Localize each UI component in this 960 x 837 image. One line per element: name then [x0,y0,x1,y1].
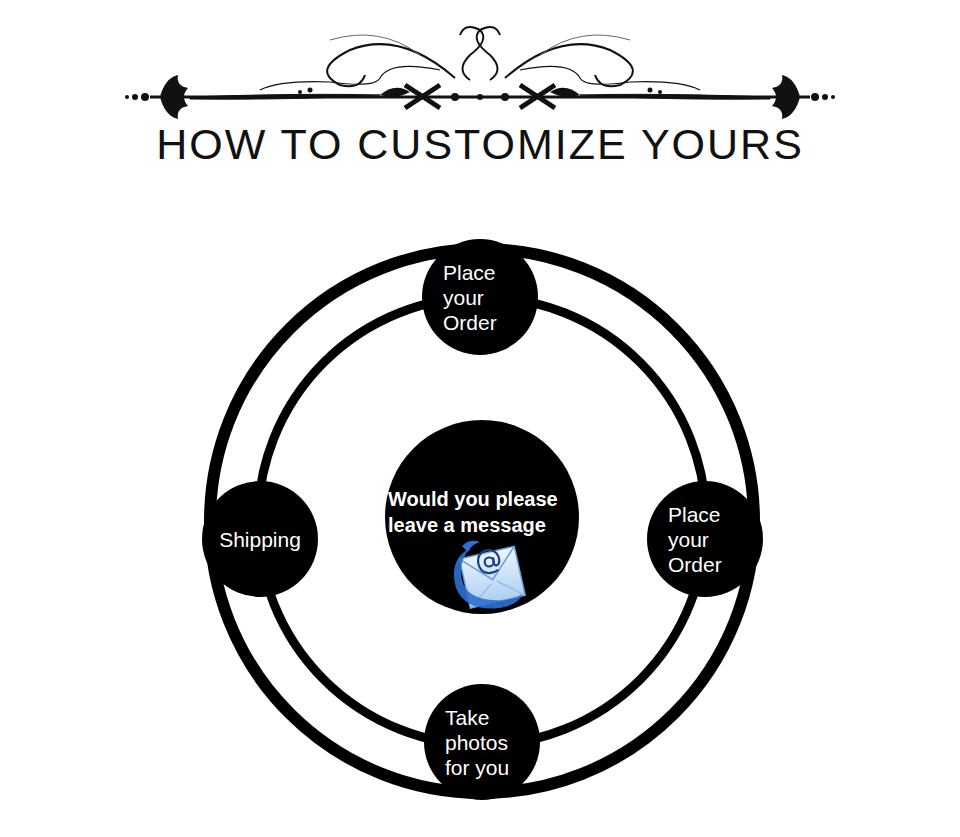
envelope-fold [467,577,526,608]
circle-fill [424,684,540,800]
text-block: Place your Order [668,502,742,577]
circle-fill [422,239,538,355]
text-wrap: Take photos for you [424,684,540,800]
circle-fill [385,420,579,614]
step-circle: Would you please leave a message [385,420,579,614]
text-wrap: Shipping [202,481,318,597]
text-block: Place your Order [443,260,517,335]
swoosh [454,548,522,609]
message-text: Would you please leave a message [388,486,579,538]
text-wrap: Place your Order [422,239,538,355]
step-label: Place your Order [668,502,742,577]
inner-ring [258,297,706,745]
swoosh-tip [462,541,480,552]
text-block: Shipping [219,527,301,552]
text-wrap: Place your Order [647,481,763,597]
circle-fill [647,481,763,597]
title: HOW TO CUSTOMIZE YOURS [0,118,960,170]
text-block: Take photos for you [445,705,519,780]
step-label: Shipping [219,527,301,552]
step-label: Take photos for you [445,705,519,780]
envelope [459,546,526,609]
step-label: Place your Order [443,260,517,335]
step-circle: Place your Order [647,481,763,597]
at-symbol [477,549,501,575]
text-wrap: Would you please leave a message [388,486,579,538]
envelope-flap [459,546,519,584]
text-block: Would you please leave a message [388,486,579,538]
step-circle: Shipping [202,481,318,597]
step-circle: Take photos for you [424,684,540,800]
circle-fill [202,481,318,597]
at-symbol [484,557,494,567]
step-circle: Place your Order [422,239,538,355]
title-ornament [125,27,835,119]
